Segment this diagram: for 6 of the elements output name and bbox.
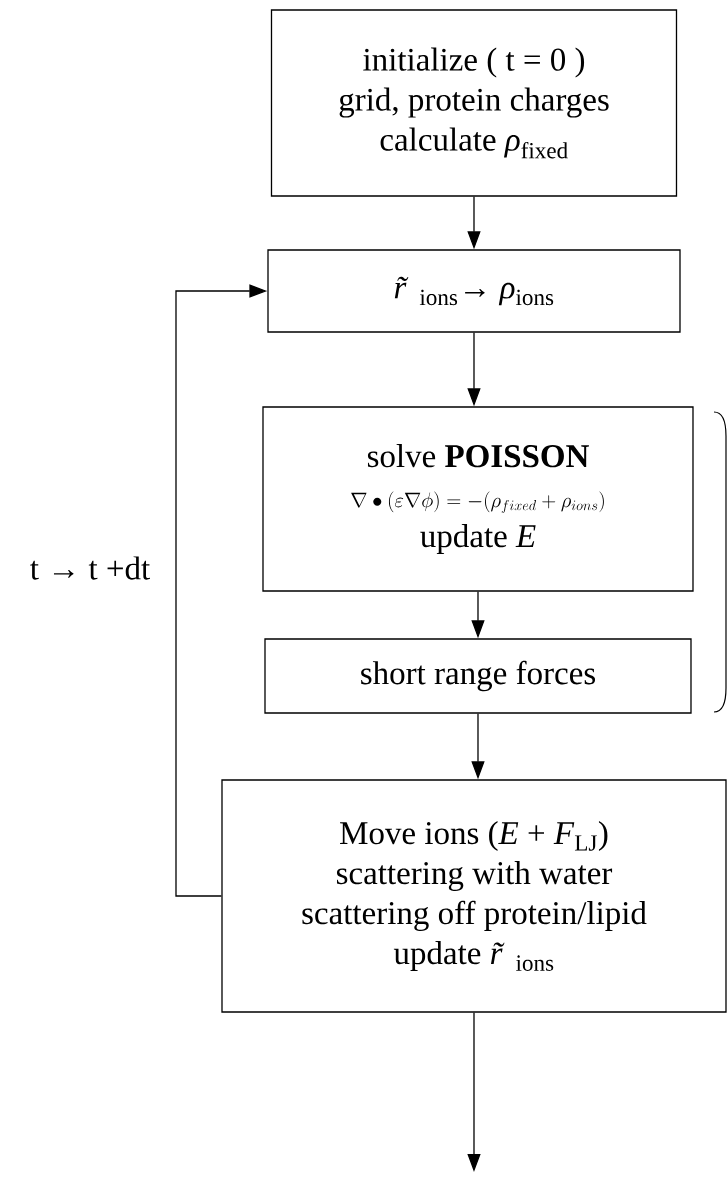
process-box: initialize ( t = 0 ) grid, protein charges calculate ρ$_{fixed}$ <box>270 9 678 197</box>
process-box: r̃$_{ions}$→ ρ$_{ions}$ <box>267 249 681 333</box>
process-box: short range forces <box>264 638 692 714</box>
edge-label: t → t +dt <box>28 555 152 581</box>
process-box: solve POISSON $\nabla\bullet(\varepsilon\nabla\phi)=-(\rho_{fixed}+\rho_{ions})$ update E <box>262 406 694 592</box>
process-box: Move ions (E + F$_{LJ}$) scattering with water scattering off protein/lipid update r̃$_{ions}$ <box>221 779 727 1013</box>
